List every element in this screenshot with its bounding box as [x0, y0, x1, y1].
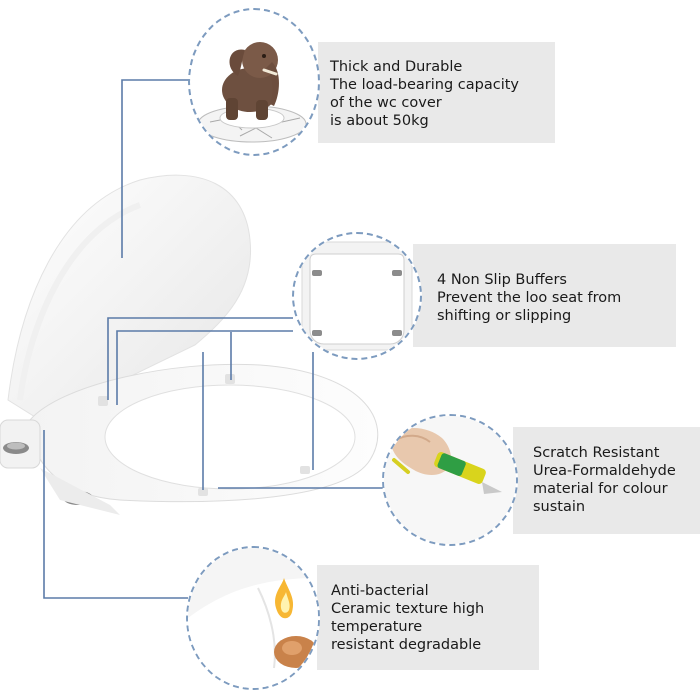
feature-panel-scratch: Scratch Resistant Urea-Formaldehyde mate…	[513, 427, 700, 534]
feature-panel-durable: Thick and Durable The load-bearing capac…	[318, 42, 555, 143]
connector-buffers-b	[116, 330, 293, 405]
feature-buffers-line-1: 4 Non Slip Buffers	[437, 272, 567, 288]
feature-scratch-line-3: material for colour	[533, 481, 668, 497]
feature-scratch-line-2: Urea-Formaldehyde	[533, 463, 676, 479]
feature-antibacterial-line-4: resistant degradable	[331, 637, 482, 653]
feature-antibacterial-line-1: Anti-bacterial	[331, 583, 429, 599]
feature-durable-line-3: of the wc cover	[330, 95, 442, 111]
feature-panel-buffers: 4 Non Slip Buffers Prevent the loo seat …	[413, 244, 676, 347]
feature-scratch-line-1: Scratch Resistant	[533, 445, 660, 461]
feature-durable-line-2: The load-bearing capacity	[330, 77, 520, 93]
feature-durable-line-4: is about 50kg	[330, 113, 429, 129]
utility-knife-scratch-icon	[382, 414, 518, 546]
elephant-on-seat-icon	[188, 8, 320, 156]
connector-buffers-a	[107, 317, 293, 400]
seat-buffers-icon	[292, 232, 422, 360]
connector-antibacterial	[43, 430, 188, 599]
feature-durable-line-1: Thick and Durable	[330, 59, 463, 75]
feature-buffers-line-3: shifting or slipping	[437, 308, 572, 324]
feature-panel-antibacterial: Anti-bacterial Ceramic texture high temp…	[317, 565, 539, 670]
feature-buffers-line-2: Prevent the loo seat from	[437, 290, 622, 306]
flame-heat-icon	[186, 546, 320, 690]
feature-antibacterial-line-3: temperature	[331, 619, 423, 635]
feature-antibacterial-line-2: Ceramic texture high	[331, 601, 485, 617]
connector-durable	[121, 79, 190, 258]
feature-scratch-line-4: sustain	[533, 499, 586, 515]
